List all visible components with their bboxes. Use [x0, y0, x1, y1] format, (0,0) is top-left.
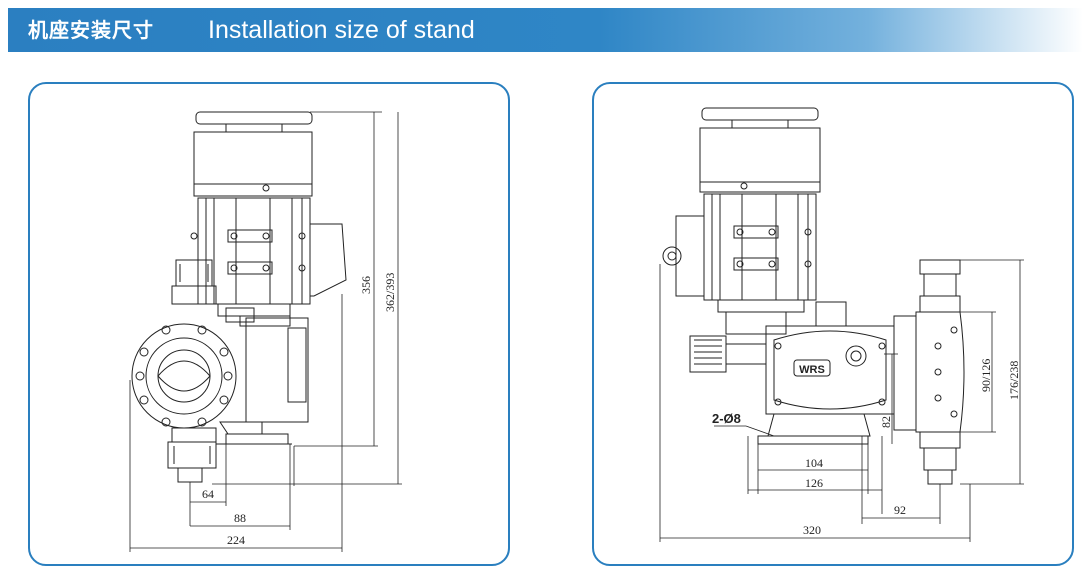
dim-width-64: 64 [202, 487, 214, 501]
bottom-valve [167, 441, 217, 469]
adjust-knob [689, 335, 727, 373]
right-pump-drawing: WRS 2-Ø8 [659, 107, 1024, 542]
pump-head [131, 323, 237, 429]
left-pump-drawing: 356 362/393 64 88 224 [129, 111, 402, 552]
cable-gland [662, 246, 682, 266]
brand-label: WRS [799, 364, 825, 376]
motor-fins [197, 197, 311, 305]
dim-height-90-126: 90/126 [979, 359, 993, 392]
title-chinese: 机座安装尺寸 [28, 18, 154, 42]
dim-width-88: 88 [234, 511, 246, 525]
title-english: Installation size of stand [208, 16, 475, 44]
dim-width-126: 126 [805, 476, 823, 490]
dim-height-356: 356 [359, 276, 373, 294]
left-drawing-panel: 356 362/393 64 88 224 [28, 82, 510, 566]
dim-width-104: 104 [805, 456, 823, 470]
junction-box [675, 215, 705, 297]
top-valve [923, 273, 957, 297]
motor-cap [195, 111, 313, 125]
motor-cap [701, 107, 819, 121]
dim-height-82: 82 [879, 416, 893, 428]
junction-box [309, 223, 347, 297]
hole-label: 2-Ø8 [712, 411, 741, 426]
bottom-valve [923, 447, 957, 471]
dim-width-92: 92 [894, 503, 906, 517]
dim-height-176-238: 176/238 [1007, 361, 1021, 400]
gearbox-body [245, 317, 309, 423]
motor-fins [703, 193, 817, 301]
motor-body [193, 131, 313, 197]
top-valve [175, 259, 213, 287]
base-plate [757, 435, 869, 445]
base-plate [225, 433, 289, 445]
dim-width-224: 224 [227, 533, 245, 547]
header-bar [8, 8, 1083, 52]
brand-plate [793, 359, 831, 377]
dim-height-362-393: 362/393 [383, 273, 397, 312]
dim-width-320: 320 [803, 523, 821, 537]
right-drawing-panel: WRS 2-Ø8 [592, 82, 1074, 566]
motor-body [699, 127, 821, 193]
